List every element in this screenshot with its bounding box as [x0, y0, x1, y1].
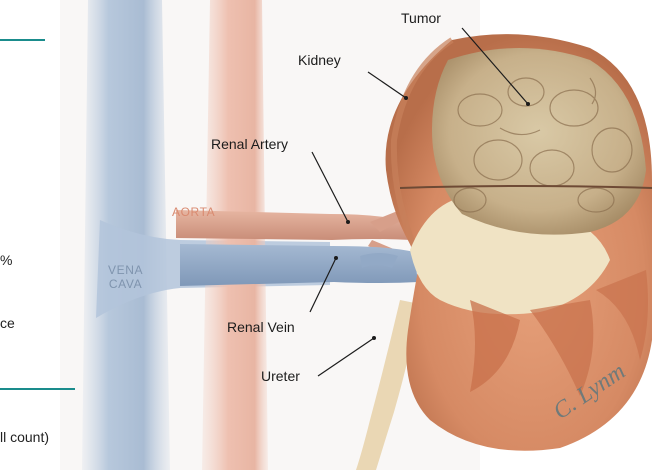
section-rule-top	[0, 39, 45, 41]
text-fragment-ce: ce	[0, 316, 15, 330]
label-kidney: Kidney	[298, 53, 341, 67]
label-aorta: AORTA	[172, 206, 215, 220]
label-renal-vein: Renal Vein	[227, 320, 295, 334]
text-fragment-cell-count: ll count)	[0, 430, 49, 444]
label-vena-cava-line1: VENA	[108, 264, 143, 278]
label-vena-cava-line2: CAVA	[108, 278, 143, 292]
label-ureter: Ureter	[261, 369, 300, 383]
section-rule-bottom	[0, 388, 75, 390]
label-tumor: Tumor	[401, 11, 441, 25]
text-fragment-percent: %	[0, 253, 12, 267]
label-vena-cava: VENA CAVA	[108, 264, 143, 292]
label-renal-artery: Renal Artery	[211, 137, 288, 151]
